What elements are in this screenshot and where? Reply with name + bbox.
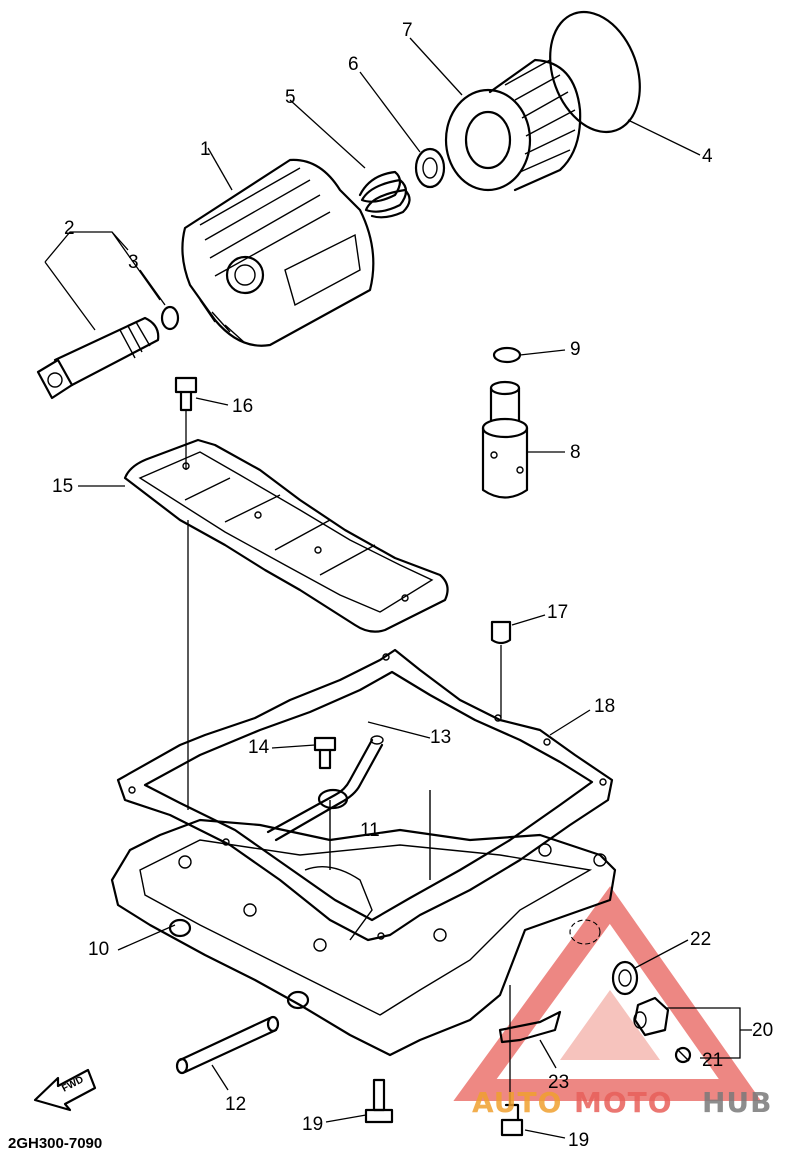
watermark-part3: HUB — [702, 1086, 773, 1119]
oil-pan — [110, 790, 617, 1057]
callout-17: 17 — [547, 602, 568, 623]
callout-20: 20 — [752, 1020, 773, 1041]
callout-21: 21 — [702, 1050, 723, 1071]
spring — [358, 170, 411, 219]
bracket-23 — [498, 1010, 562, 1044]
gasket-22 — [611, 960, 639, 996]
pipe-12 — [175, 1015, 280, 1075]
oil-pipe — [266, 735, 384, 842]
callout-4: 4 — [702, 146, 713, 167]
bolt-14 — [313, 736, 337, 770]
callout-2: 2 — [64, 218, 75, 239]
oil-filter-bolt — [36, 316, 160, 400]
oil-filter-cover — [181, 158, 375, 347]
callout-11: 11 — [360, 820, 380, 841]
leader-lines — [44, 37, 752, 1139]
bolt-16 — [174, 376, 198, 412]
callout-8: 8 — [570, 442, 581, 463]
callout-14: 14 — [248, 737, 270, 758]
watermark-text: AUTO MOTO HUB — [472, 1086, 773, 1119]
dowel-pin — [490, 620, 512, 645]
watermark-logo — [453, 886, 762, 1101]
callout-15: 15 — [52, 476, 73, 497]
alignment-lines — [185, 410, 511, 1105]
washer-6 — [414, 147, 446, 189]
oil-strainer — [123, 438, 449, 633]
o-ring-9 — [492, 346, 522, 364]
oil-level-switch — [633, 996, 670, 1037]
callout-numbers: 1 2 3 4 5 6 7 8 9 10 11 12 13 14 15 16 1… — [52, 20, 773, 1151]
callout-9: 9 — [570, 339, 581, 360]
drain-bolt-19-left — [364, 1078, 394, 1124]
callout-6: 6 — [348, 54, 359, 75]
oil-pan-gasket — [116, 648, 614, 942]
callout-1: 1 — [200, 139, 211, 160]
callout-12: 12 — [225, 1094, 246, 1115]
callout-3: 3 — [128, 252, 139, 273]
callout-18: 18 — [594, 696, 615, 717]
callout-19-right: 19 — [568, 1130, 589, 1151]
o-ring-4 — [549, 10, 641, 134]
callout-7: 7 — [402, 20, 413, 41]
diagram-code: 2GH300-7090 — [8, 1135, 102, 1152]
callout-22: 22 — [690, 929, 711, 950]
o-ring-3 — [160, 305, 180, 331]
screw-21 — [674, 1046, 692, 1064]
relief-valve — [481, 380, 529, 499]
callout-16: 16 — [232, 396, 253, 417]
callout-19-left: 19 — [302, 1114, 323, 1135]
callout-5: 5 — [285, 87, 296, 108]
watermark-part1: AUTO — [472, 1086, 562, 1119]
fwd-label: FWD — [60, 1074, 85, 1094]
callout-23: 23 — [548, 1072, 569, 1093]
callout-13: 13 — [430, 727, 451, 748]
oil-filter-element — [444, 58, 582, 192]
callout-10: 10 — [88, 939, 109, 960]
fwd-direction-arrow: FWD — [33, 1068, 97, 1112]
watermark-part2: MOTO — [574, 1086, 673, 1119]
